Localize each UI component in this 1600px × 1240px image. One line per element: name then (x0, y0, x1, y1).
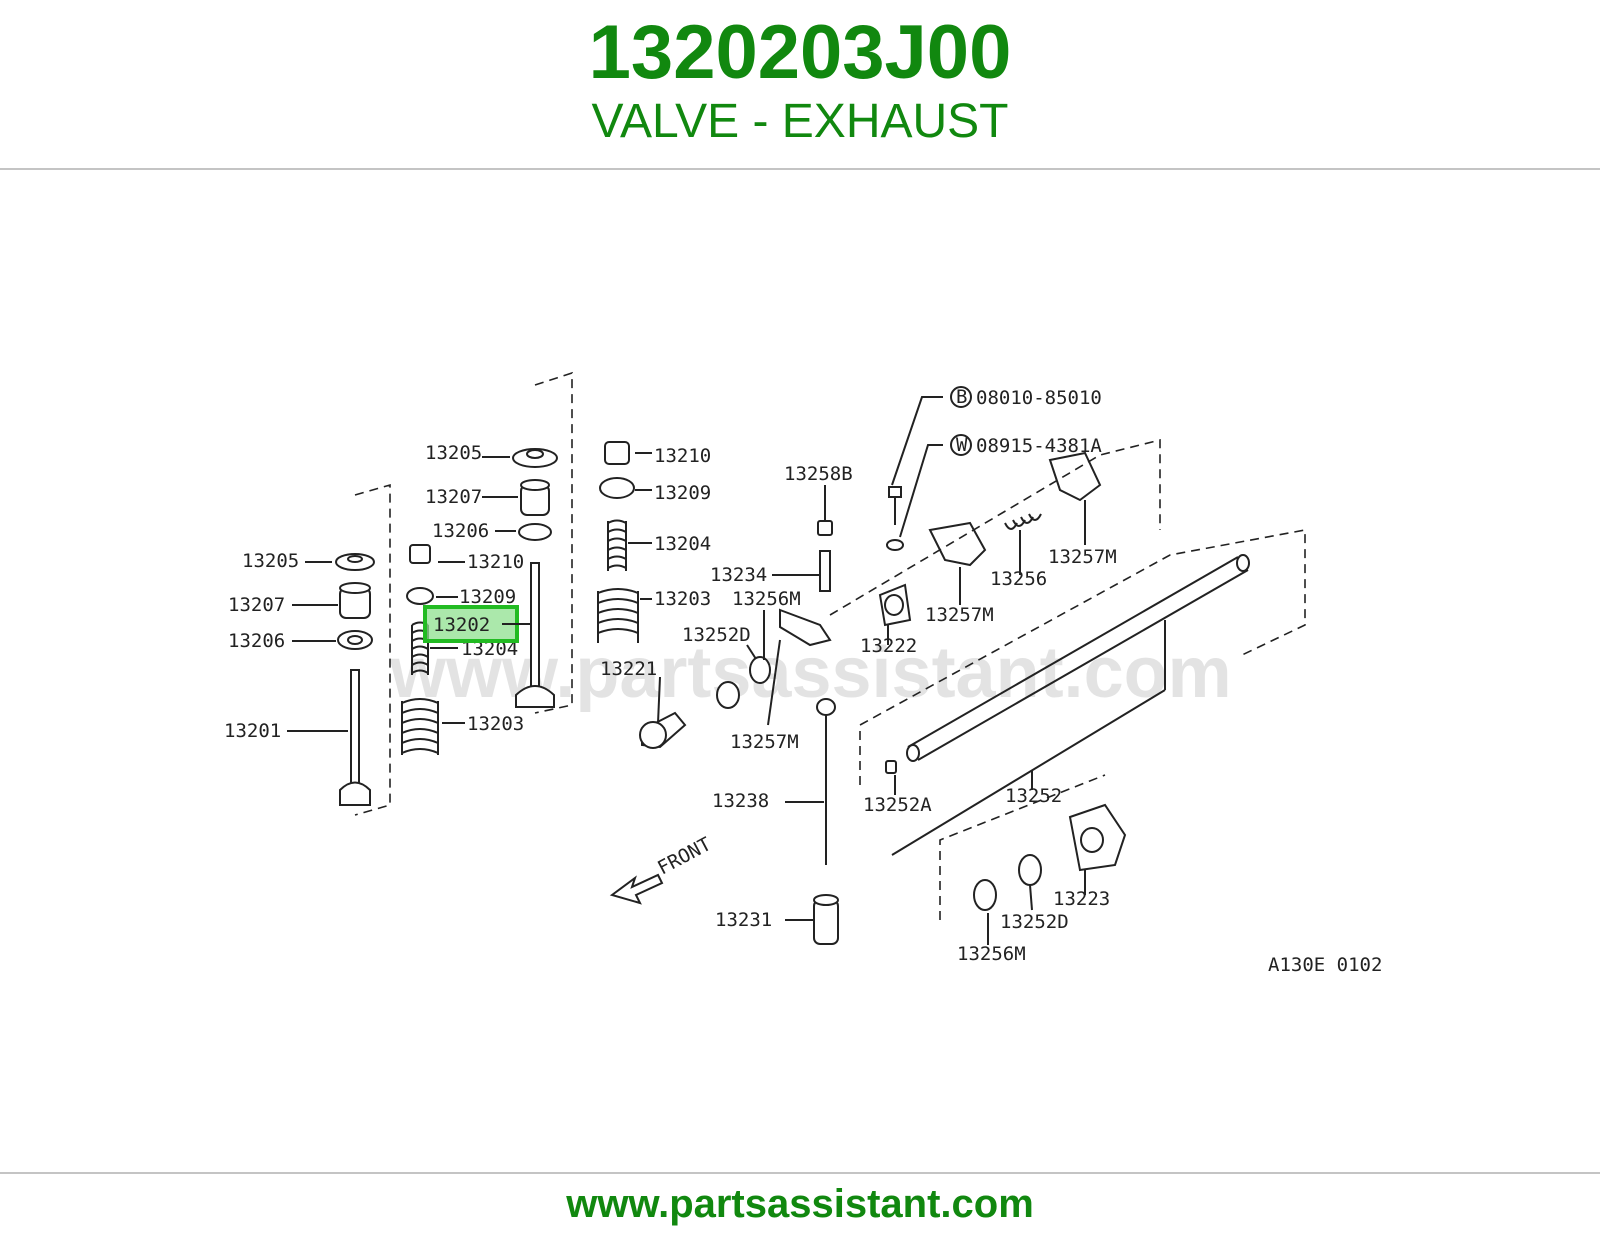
callout-13203-lower[interactable]: 13203 (467, 713, 524, 735)
callout-13238[interactable]: 13238 (712, 790, 769, 812)
callout-13207-lower[interactable]: 13207 (228, 594, 285, 616)
callout-13257m-right[interactable]: 13257M (1048, 546, 1117, 568)
spacer-part[interactable] (716, 681, 740, 709)
page-header: 1320203J00 VALVE - EXHAUST (0, 0, 1600, 168)
callout-13256[interactable]: 13256 (990, 568, 1047, 590)
part-number-title: 1320203J00 (588, 10, 1012, 95)
callout-washer[interactable]: 08915-4381A (976, 435, 1102, 457)
valve-lifter-part[interactable] (813, 899, 839, 945)
rocker-arm-part[interactable] (779, 608, 832, 647)
bolt-marker-circle (950, 386, 972, 408)
callout-13257m-lower[interactable]: 13257M (730, 731, 799, 753)
callout-13209-lower[interactable]: 13209 (459, 586, 516, 608)
footer-website-link[interactable]: www.partsassistant.com (566, 1182, 1034, 1226)
rocker-washer-lower-part[interactable] (973, 879, 997, 911)
callout-13204[interactable]: 13204 (654, 533, 711, 555)
front-arrow-icon (609, 873, 664, 905)
callout-13201[interactable]: 13201 (224, 720, 281, 742)
callout-bolt[interactable]: 08010-85010 (976, 387, 1102, 409)
figure-code: A130E 0102 (1268, 954, 1382, 976)
bolt-marker: B (956, 386, 967, 408)
callout-13205[interactable]: 13205 (425, 442, 482, 464)
callout-13210-lower[interactable]: 13210 (467, 551, 524, 573)
valve-cap-upper-part[interactable] (599, 477, 635, 499)
thrust-washer-lower-part[interactable] (1018, 854, 1042, 886)
highlight-box (423, 605, 519, 643)
shaft-plug-part[interactable] (885, 760, 897, 774)
shaft-spring-part[interactable] (1004, 513, 1042, 530)
adjusting-screw-part[interactable] (819, 550, 831, 592)
callout-13256m[interactable]: 13256M (732, 588, 801, 610)
intake-valve-part[interactable] (350, 669, 360, 791)
rocker-pushrod-assembly (639, 438, 1306, 945)
header-divider (0, 168, 1600, 170)
outer-spring-upper-part[interactable] (597, 588, 639, 643)
callout-13252d[interactable]: 13252D (682, 624, 751, 646)
callout-13252[interactable]: 13252 (1005, 785, 1062, 807)
callout-13256m-lower[interactable]: 13256M (957, 943, 1026, 965)
callout-13257m-middle[interactable]: 13257M (925, 604, 994, 626)
callout-13231[interactable]: 13231 (715, 909, 772, 931)
rocker-arm-right-part[interactable] (1048, 451, 1102, 502)
parts-diagram-svg: www.partsassistant.com (224, 371, 1382, 976)
washer-part[interactable] (886, 539, 904, 551)
outer-spring-part[interactable] (401, 698, 439, 755)
valve-assembly-left (335, 371, 639, 816)
callout-13204-lower[interactable]: 13204 (461, 638, 518, 660)
valve-collet-part[interactable] (409, 544, 431, 564)
callout-13258b[interactable]: 13258B (784, 463, 853, 485)
callout-13206[interactable]: 13206 (432, 520, 489, 542)
spring-seat-upper-part[interactable] (518, 523, 552, 541)
valve-cap-part[interactable] (406, 587, 434, 605)
washer-marker: W (956, 434, 968, 456)
callout-13222[interactable]: 13222 (860, 635, 917, 657)
rocker-arm-middle-part[interactable] (928, 521, 987, 567)
thrust-washer-part[interactable] (749, 656, 771, 684)
highlighted-callout[interactable]: 13202 (423, 605, 530, 643)
inner-spring-upper-part[interactable] (607, 519, 627, 572)
washer-marker-circle (950, 434, 972, 456)
callout-13221[interactable]: 13221 (600, 658, 657, 680)
parts-diagram: www.partsassistant.com (180, 335, 1420, 1015)
front-label: FRONT (654, 833, 715, 879)
exhaust-valve-part[interactable] (515, 562, 555, 708)
callout-13203[interactable]: 13203 (654, 588, 711, 610)
callout-13234[interactable]: 13234 (710, 564, 767, 586)
callout-13223[interactable]: 13223 (1053, 888, 1110, 910)
callout-13252d-lower[interactable]: 13252D (1000, 911, 1069, 933)
callout-13210[interactable]: 13210 (654, 445, 711, 467)
callout-13252a[interactable]: 13252A (863, 794, 932, 816)
callout-13206-lower[interactable]: 13206 (228, 630, 285, 652)
callout-13202: 13202 (433, 614, 490, 636)
footer-divider (0, 1172, 1600, 1174)
rocker-shaft-part[interactable] (906, 554, 1250, 762)
valve-collet-upper-part[interactable] (604, 441, 630, 465)
adjust-nut-part[interactable] (817, 520, 833, 536)
callout-13205-lower[interactable]: 13205 (242, 550, 299, 572)
callout-13209[interactable]: 13209 (654, 482, 711, 504)
callout-13207[interactable]: 13207 (425, 486, 482, 508)
pushrod-part[interactable] (816, 698, 836, 716)
part-name-subtitle: VALVE - EXHAUST (591, 95, 1009, 148)
bolt-part[interactable] (888, 486, 902, 498)
